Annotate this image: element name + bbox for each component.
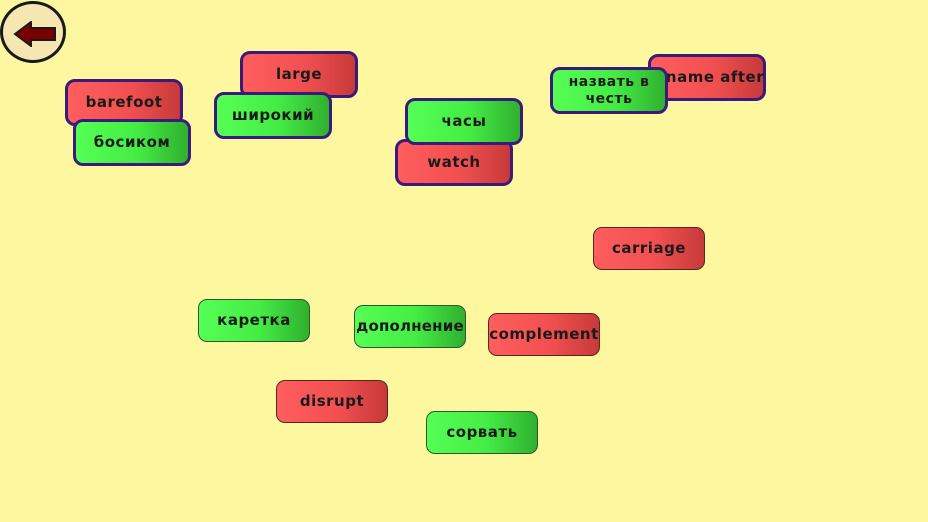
card-label: barefoot (85, 92, 163, 111)
card-carriage[interactable]: carriage (593, 227, 705, 270)
card-disrupt[interactable]: disrupt (276, 380, 388, 423)
card-label: carriage (612, 238, 686, 257)
card-sorvat[interactable]: сорвать (426, 411, 538, 454)
card-watch[interactable]: watch (395, 139, 513, 186)
card-bosikom[interactable]: босиком (73, 119, 191, 166)
card-label: сорвать (446, 422, 518, 441)
card-label: каретка (217, 310, 291, 329)
card-label: complement (489, 324, 599, 343)
card-complement[interactable]: complement (488, 313, 600, 356)
card-barefoot[interactable]: barefoot (65, 79, 183, 126)
card-nazvat[interactable]: назвать в честь (550, 67, 668, 114)
card-label: large (275, 64, 323, 83)
card-label: широкий (231, 105, 315, 124)
left-arrow-icon (13, 21, 56, 47)
card-chasy[interactable]: часы (405, 98, 523, 145)
card-label: часы (441, 111, 487, 130)
card-large[interactable]: large (240, 51, 358, 98)
card-label: disrupt (299, 391, 365, 410)
card-label: дополнение (356, 316, 464, 335)
card-shirokiy[interactable]: широкий (214, 92, 332, 139)
card-dopolnenie[interactable]: дополнение (354, 305, 466, 348)
card-label: watch (427, 152, 481, 171)
back-button[interactable] (0, 1, 66, 63)
card-label: назвать в честь (568, 74, 650, 107)
card-karetka[interactable]: каретка (198, 299, 310, 342)
card-label: name after (665, 67, 765, 86)
card-label: босиком (93, 132, 171, 151)
